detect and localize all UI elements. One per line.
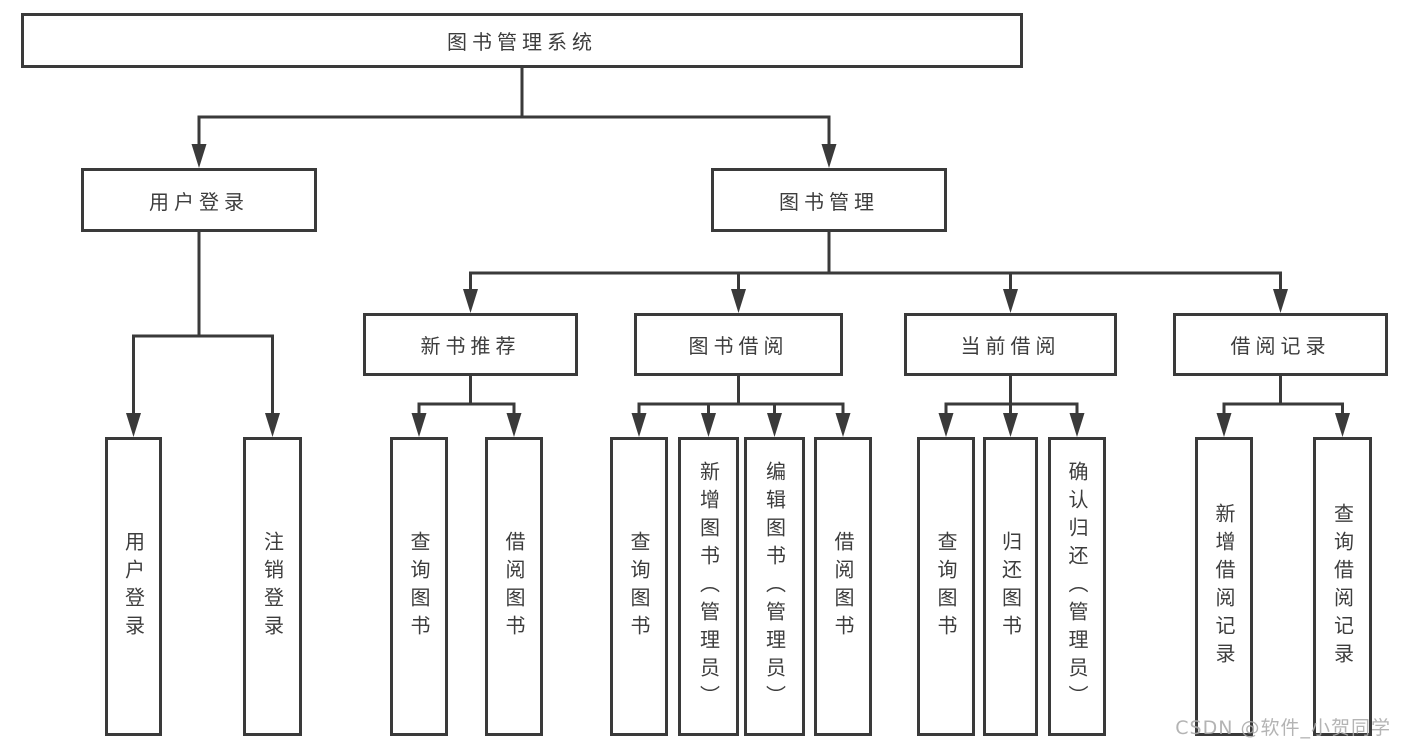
leaf-query-borrow-record: 查询借阅记录 — [1313, 437, 1372, 736]
arrowhead — [463, 289, 478, 313]
node-new-book-recommend-label: 新书推荐 — [420, 334, 521, 358]
node-borrowing-records-label: 借阅记录 — [1230, 334, 1331, 358]
arrowhead — [265, 413, 280, 437]
leaf-confirm-return-admin-label: 确认归还（管理员） — [1065, 460, 1089, 713]
arrowhead — [191, 144, 207, 168]
leaf-recommend-borrow-books: 借阅图书 — [485, 437, 543, 736]
arrowhead — [1003, 413, 1018, 437]
leaf-borrowing-query-books: 查询图书 — [610, 437, 668, 736]
arrowhead — [506, 413, 522, 437]
leaf-borrowing-borrow-books: 借阅图书 — [814, 437, 872, 736]
node-book-borrowing-label: 图书借阅 — [688, 334, 789, 358]
arrowhead — [701, 413, 716, 437]
arrowhead — [631, 413, 647, 437]
arrowhead — [1335, 413, 1350, 437]
node-current-borrowing: 当前借阅 — [904, 313, 1117, 376]
node-book-management-label: 图书管理 — [779, 189, 879, 214]
arrowhead — [1003, 289, 1018, 313]
leaf-edit-books-admin-label: 编辑图书（管理员） — [762, 460, 787, 713]
leaf-recommend-query-books: 查询图书 — [390, 437, 448, 736]
node-borrowing-records: 借阅记录 — [1173, 313, 1388, 376]
leaf-add-books-admin: 新增图书（管理员） — [678, 437, 739, 736]
leaf-return-books-label: 归还图书 — [998, 530, 1023, 643]
leaf-return-books: 归还图书 — [983, 437, 1038, 736]
node-user-login-label: 用户登录 — [149, 189, 249, 214]
arrowhead — [1216, 413, 1232, 437]
arrowhead — [1273, 289, 1288, 313]
leaf-logout: 注销登录 — [243, 437, 302, 736]
node-root-label: 图书管理系统 — [447, 30, 597, 54]
arrowhead — [835, 413, 851, 437]
leaf-current-query-books: 查询图书 — [917, 437, 975, 736]
leaf-borrowing-borrow-books-label: 借阅图书 — [831, 530, 855, 643]
leaf-borrowing-query-books-label: 查询图书 — [627, 530, 651, 643]
leaf-logout-label: 注销登录 — [260, 530, 285, 643]
leaf-user-login-label: 用户登录 — [121, 530, 146, 643]
node-current-borrowing-label: 当前借阅 — [960, 334, 1061, 358]
node-book-management: 图书管理 — [711, 168, 947, 232]
arrowhead — [938, 413, 954, 437]
leaf-user-login: 用户登录 — [105, 437, 162, 736]
leaf-recommend-borrow-books-label: 借阅图书 — [502, 530, 526, 643]
arrowhead — [411, 413, 427, 437]
leaf-recommend-query-books-label: 查询图书 — [407, 530, 431, 643]
node-root: 图书管理系统 — [21, 13, 1023, 68]
node-user-login: 用户登录 — [81, 168, 317, 232]
arrowhead — [731, 289, 746, 313]
arrowhead — [1069, 413, 1085, 437]
leaf-confirm-return-admin: 确认归还（管理员） — [1048, 437, 1106, 736]
leaf-add-books-admin-label: 新增图书（管理员） — [696, 460, 721, 713]
node-book-borrowing: 图书借阅 — [634, 313, 843, 376]
leaf-add-borrow-record: 新增借阅记录 — [1195, 437, 1253, 736]
leaf-edit-books-admin: 编辑图书（管理员） — [744, 437, 805, 736]
arrowhead — [126, 413, 141, 437]
arrowhead — [767, 413, 782, 437]
arrowhead — [821, 144, 837, 168]
leaf-query-borrow-record-label: 查询借阅记录 — [1330, 502, 1355, 671]
leaf-current-query-books-label: 查询图书 — [934, 530, 958, 643]
leaf-add-borrow-record-label: 新增借阅记录 — [1212, 502, 1236, 671]
node-new-book-recommend: 新书推荐 — [363, 313, 578, 376]
watermark: CSDN @软件_小贺同学 — [1175, 717, 1391, 739]
